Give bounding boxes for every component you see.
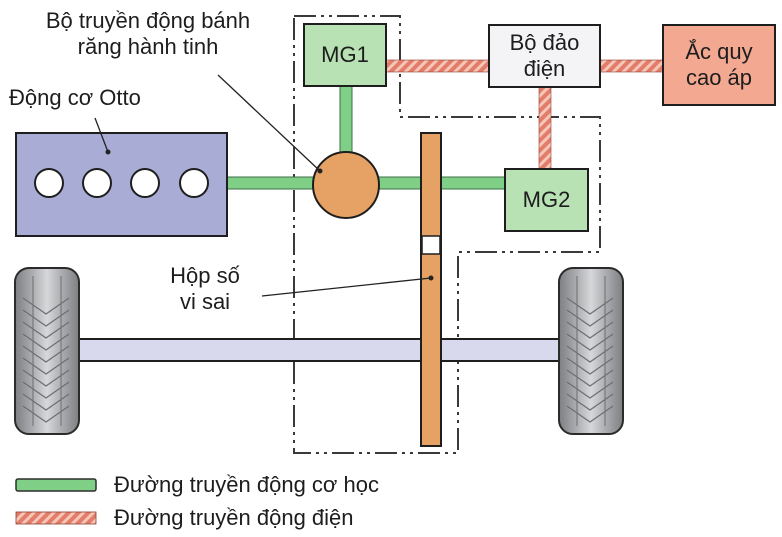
inverter-label-line1: Bộ đảo bbox=[509, 30, 580, 55]
cylinder bbox=[179, 168, 209, 198]
battery-label-line2: cao áp bbox=[685, 65, 753, 90]
electrical-line-mg1-to-inverter bbox=[385, 59, 491, 73]
planetary-gear-label-line1: Bộ truyền động bánh bbox=[45, 8, 251, 33]
mechanical-shaft-mg1-to-gear bbox=[339, 85, 353, 159]
leader-line-differential bbox=[261, 275, 434, 297]
legend-swatch-mechanical bbox=[15, 478, 97, 492]
mg1-label: MG1 bbox=[321, 42, 369, 67]
differential-label-line1: Hộp số bbox=[170, 263, 240, 288]
legend-label-electrical: Đường truyền động điện bbox=[114, 505, 354, 530]
planetary-gear-label: Bộ truyền động bánh răng hành tinh bbox=[8, 8, 288, 60]
electrical-line-inverter-to-battery bbox=[599, 59, 665, 73]
leader-line-planetary bbox=[217, 74, 323, 174]
cylinder bbox=[34, 168, 64, 198]
cylinder bbox=[82, 168, 112, 198]
leader-line-engine bbox=[94, 117, 111, 155]
mechanical-shaft-engine-to-gear bbox=[225, 176, 317, 190]
otto-engine bbox=[15, 132, 228, 237]
mechanical-shaft-diff-to-mg2 bbox=[440, 176, 508, 190]
battery-label: Ắc quy cao áp bbox=[663, 25, 775, 105]
hybrid-system-boundary bbox=[293, 15, 601, 454]
mechanical-shaft-gear-to-diff bbox=[377, 176, 425, 190]
mg2-label: MG2 bbox=[522, 187, 571, 212]
right-wheel bbox=[558, 267, 624, 435]
cylinder bbox=[130, 168, 160, 198]
inverter-box bbox=[488, 24, 601, 88]
planetary-gear bbox=[312, 151, 380, 219]
inverter-label-line2: điện bbox=[523, 56, 566, 81]
electrical-line-inverter-to-mg2 bbox=[538, 85, 552, 171]
mg2-box bbox=[504, 168, 589, 232]
engine-label: Động cơ Otto bbox=[9, 85, 141, 110]
legend-swatch-electrical bbox=[15, 511, 97, 525]
mg1-box bbox=[303, 23, 387, 87]
left-wheel bbox=[14, 267, 80, 435]
rear-axle bbox=[77, 338, 561, 362]
planetary-gear-label-line2: răng hành tinh bbox=[77, 34, 219, 59]
legend-label-mechanical: Đường truyền động cơ học bbox=[114, 472, 379, 497]
differential-gearbox bbox=[420, 132, 442, 447]
battery-label-line1: Ắc quy bbox=[685, 39, 753, 64]
inverter-label: Bộ đảo điện bbox=[489, 25, 600, 87]
differential-label-line2: vi sai bbox=[179, 289, 231, 314]
battery-box bbox=[662, 24, 776, 106]
differential-label: Hộp số vi sai bbox=[150, 263, 260, 315]
